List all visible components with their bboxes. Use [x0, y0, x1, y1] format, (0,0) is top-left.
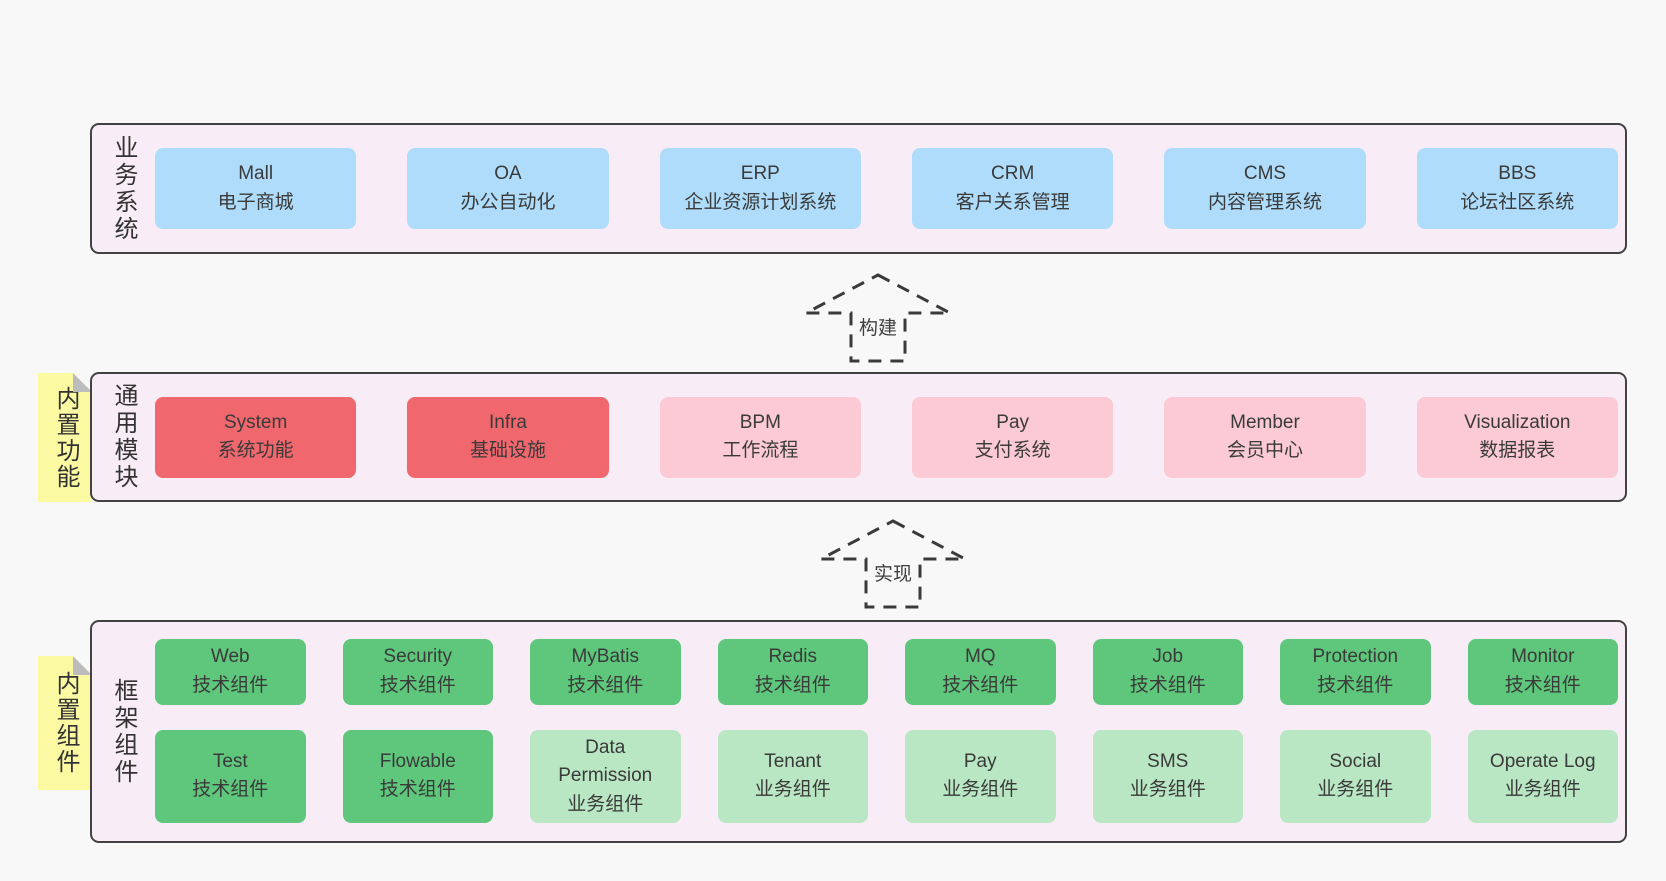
build-arrow-label: 构建: [855, 312, 901, 341]
implement-arrow-label: 实现: [870, 558, 916, 587]
band-common-modules: 通用模块 System 系统功能 Infra 基础设施 BPM 工作流程 Pay…: [90, 372, 1627, 502]
box-member: Member 会员中心: [1164, 396, 1366, 478]
sticky-note-built-in-features: 内置功能: [38, 373, 92, 502]
box-mq: MQ 技术组件: [905, 639, 1056, 705]
box-monitor: Monitor 技术组件: [1467, 639, 1618, 705]
note-fold-corner: [73, 656, 92, 675]
band-framework-components-label: 框架组件: [110, 677, 137, 786]
business-systems-boxes: Mall 电子商城 OA 办公自动化 ERP 企业资源计划系统 CRM 客户关系…: [155, 125, 1618, 252]
sticky-note-label: 内置功能: [52, 385, 79, 490]
box-tenant: Tenant 业务组件: [717, 729, 868, 823]
box-bpm: BPM 工作流程: [659, 396, 861, 478]
box-protection: Protection 技术组件: [1280, 639, 1431, 705]
box-pay-module: Pay 支付系统: [911, 396, 1114, 478]
framework-components-row-2: Test 技术组件 Flowable 技术组件 Data Permission …: [155, 729, 1618, 823]
band-business-systems: 业务系统 Mall 电子商城 OA 办公自动化 ERP 企业资源计划系统 CRM…: [90, 123, 1627, 254]
box-test: Test 技术组件: [155, 729, 306, 823]
framework-components-row-1: Web 技术组件 Security 技术组件 MyBatis 技术组件 Redi…: [155, 639, 1618, 705]
box-cms: CMS 内容管理系统: [1164, 148, 1366, 229]
box-data-permission: Data Permission 业务组件: [530, 729, 681, 823]
sticky-note-built-in-components: 内置组件: [38, 656, 92, 790]
box-oa: OA 办公自动化: [407, 148, 609, 229]
box-pay-component: Pay 业务组件: [905, 729, 1056, 823]
box-erp: ERP 企业资源计划系统: [659, 148, 861, 229]
band-business-systems-label: 业务系统: [110, 134, 137, 243]
box-sms: SMS 业务组件: [1092, 729, 1243, 823]
box-infra: Infra 基础设施: [407, 396, 609, 478]
box-web: Web 技术组件: [155, 639, 306, 705]
box-bbs: BBS 论坛社区系统: [1416, 148, 1618, 229]
box-redis: Redis 技术组件: [717, 639, 868, 705]
box-job: Job 技术组件: [1092, 639, 1243, 705]
box-mall: Mall 电子商城: [155, 148, 357, 229]
build-arrow-icon: [805, 273, 951, 363]
box-crm: CRM 客户关系管理: [911, 148, 1114, 229]
band-common-modules-label: 通用模块: [110, 383, 137, 491]
box-social: Social 业务组件: [1280, 729, 1431, 823]
box-security: Security 技术组件: [342, 639, 493, 705]
box-operate-log: Operate Log 业务组件: [1467, 729, 1618, 823]
common-modules-boxes: System 系统功能 Infra 基础设施 BPM 工作流程 Pay 支付系统…: [155, 374, 1618, 500]
sticky-note-label: 内置组件: [52, 671, 79, 775]
box-visualization: Visualization 数据报表: [1416, 396, 1618, 478]
note-fold-corner: [73, 373, 92, 392]
box-system: System 系统功能: [155, 396, 357, 478]
implement-arrow-icon: [820, 519, 966, 609]
framework-components-grid: Web 技术组件 Security 技术组件 MyBatis 技术组件 Redi…: [155, 639, 1618, 823]
box-mybatis: MyBatis 技术组件: [530, 639, 681, 705]
band-framework-components: 框架组件 Web 技术组件 Security 技术组件 MyBatis 技术组件…: [90, 620, 1627, 843]
box-flowable: Flowable 技术组件: [342, 729, 493, 823]
